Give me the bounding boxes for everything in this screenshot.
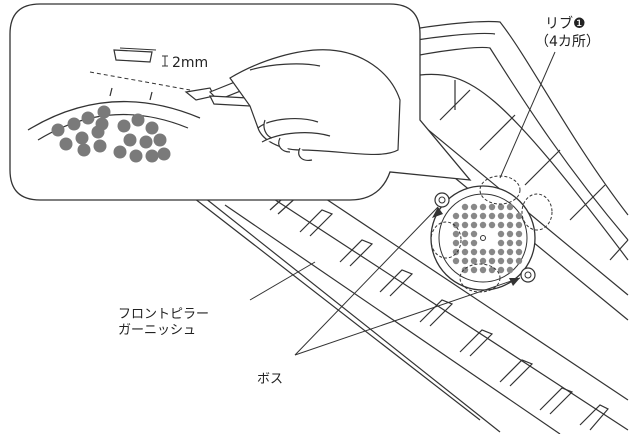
housing-dot (506, 257, 514, 265)
housing-dot (515, 248, 523, 256)
inset-dot (81, 111, 95, 125)
boss-leader-right (294, 277, 521, 356)
housing-dot (497, 221, 505, 229)
housing-dot (479, 203, 487, 211)
housing-dot (497, 230, 505, 238)
inset-dot (157, 147, 171, 161)
inset-dot (93, 139, 107, 153)
rib-label: リブ❶ (545, 15, 586, 32)
housing-dot (461, 257, 469, 265)
garnish-leader (249, 261, 316, 301)
housing-dot (506, 248, 514, 256)
housing-dot (461, 248, 469, 256)
inset-dot (95, 117, 109, 131)
housing-dot (506, 203, 514, 211)
housing-dot (488, 257, 496, 265)
housing-dot (515, 257, 523, 265)
rib-marker-circles (430, 175, 553, 293)
housing-dot (452, 257, 460, 265)
inset-dot (51, 123, 65, 137)
housing-dot (461, 239, 469, 247)
garnish-label-line1: フロントピラー (118, 307, 209, 322)
inset-dot (131, 113, 145, 127)
inset-dot (75, 131, 89, 145)
hand (229, 49, 401, 161)
leader-lines (249, 51, 556, 356)
clip-dot-pattern (452, 203, 523, 274)
housing-dot (488, 248, 496, 256)
housing-dot (461, 230, 469, 238)
inset-dot (139, 135, 153, 149)
cut-rib-piece (113, 49, 153, 63)
housing-dot (452, 221, 460, 229)
garnish-label-line2: ガーニッシュ (118, 323, 196, 338)
detail-inset (9, 3, 472, 201)
housing-dot (488, 212, 496, 220)
housing-dot (479, 266, 487, 274)
rib-count-label: （4カ所） (535, 34, 600, 50)
inset-dot (145, 121, 159, 135)
housing-dot (470, 221, 478, 229)
inset-dot (145, 149, 159, 163)
inset-dot (129, 149, 143, 163)
boss-leader-left (294, 206, 439, 356)
housing-dot (461, 221, 469, 229)
housing-dot (470, 212, 478, 220)
housing-dot (470, 266, 478, 274)
housing-dot (488, 266, 496, 274)
housing-dot (479, 212, 487, 220)
housing-dot (452, 248, 460, 256)
housing-dot (497, 257, 505, 265)
housing-dot (488, 221, 496, 229)
housing-dot (470, 257, 478, 265)
housing-dot (515, 212, 523, 220)
inset-dot-pattern (51, 105, 171, 163)
housing-dot (506, 266, 514, 274)
housing-dot (515, 221, 523, 229)
rib-leader (499, 51, 556, 179)
inset-dot (123, 133, 137, 147)
boss-label: ボス (257, 372, 283, 387)
housing-dot (479, 257, 487, 265)
boss-arrow-left (432, 207, 443, 218)
housing-dot (488, 203, 496, 211)
housing-dot (515, 239, 523, 247)
inset-dot (59, 137, 73, 151)
inset-dot (77, 143, 91, 157)
dimension-label: 2mm (172, 55, 208, 71)
housing-dot (479, 221, 487, 229)
housing-dot (506, 230, 514, 238)
boss-arrow-right (509, 278, 520, 286)
housing-dot (497, 212, 505, 220)
inset-dot (67, 117, 81, 131)
inset-dot (113, 145, 127, 159)
housing-dot (470, 239, 478, 247)
housing-dot (497, 266, 505, 274)
housing-dot (497, 203, 505, 211)
housing-dot (506, 212, 514, 220)
dimension-bracket (162, 55, 168, 67)
housing-dot (452, 230, 460, 238)
housing-dot (452, 239, 460, 247)
housing-dot (470, 203, 478, 211)
housing-dot (506, 239, 514, 247)
inset-dot (117, 119, 131, 133)
housing-dot (461, 266, 469, 274)
housing-dot (452, 212, 460, 220)
housing-dot (479, 248, 487, 256)
pillar-garnish-panel (189, 20, 629, 434)
inset-dot (153, 133, 167, 147)
housing-dot (497, 248, 505, 256)
housing-dot (497, 239, 505, 247)
housing-dot (506, 221, 514, 229)
housing-dot (470, 248, 478, 256)
housing-dot (470, 230, 478, 238)
housing-dot (515, 230, 523, 238)
housing-dot (461, 203, 469, 211)
clip-housing (430, 175, 553, 293)
housing-dot (461, 212, 469, 220)
inset-dot (97, 105, 111, 119)
